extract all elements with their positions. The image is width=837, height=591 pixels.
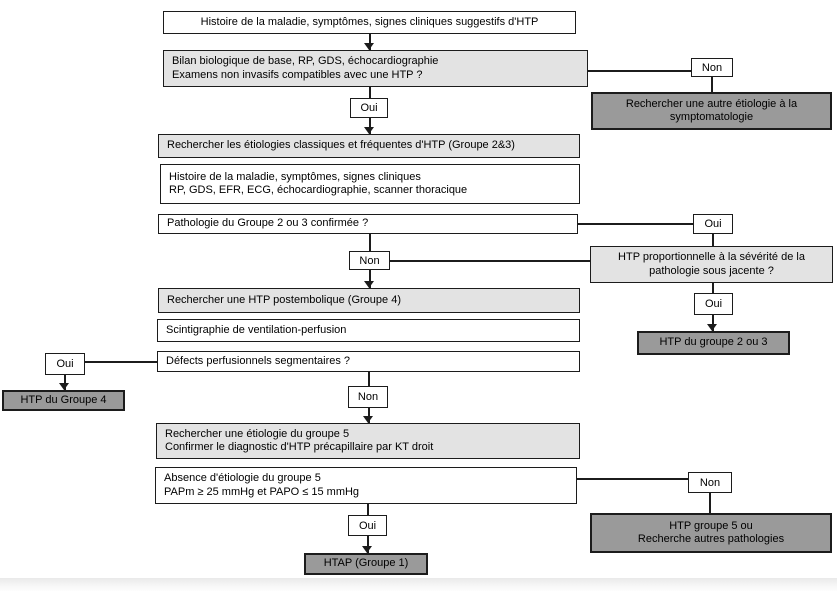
connector-non2-proportionnelle [390,260,590,262]
node-history-symptoms: Histoire de la maladie, symptômes, signe… [163,11,576,34]
connector-pathologie-non2 [369,234,371,251]
node-result-htap-groupe-1: HTAP (Groupe 1) [304,553,428,575]
arrowhead-oui4-htap [362,546,372,553]
label-oui-3: Oui [694,293,733,315]
arrowhead-oui1-groupe23 [364,127,374,134]
arrowhead-oui-gauche-htp4 [59,383,69,390]
node-result-autre-etiologie: Rechercher une autre étiologie à la symp… [591,92,832,130]
label-non-2: Non [349,251,390,270]
node-etiologie-groupe-5: Rechercher une étiologie du groupe 5 Con… [156,423,580,459]
connector-defects-non3 [368,372,370,386]
connector-oui2-proportionnelle [712,234,714,246]
label-non-4: Non [688,472,732,493]
connector-absence-non4 [577,478,688,480]
arrowhead-oui3-htp23 [707,324,717,331]
label-oui-1: Oui [350,98,388,118]
label-oui-4: Oui [348,515,387,536]
connector-bilan-oui1 [369,87,371,98]
node-defects-perfusionnels: Défects perfusionnels segmentaires ? [157,351,580,372]
label-non-1: Non [691,58,733,77]
node-bilan-biologique: Bilan biologique de base, RP, GDS, échoc… [163,50,588,87]
arrowhead-non2-postembolique [364,281,374,288]
page-footer-strip [0,578,837,591]
node-absence-etiologie: Absence d'étiologie du groupe 5 PAPm ≥ 2… [155,467,577,504]
node-scintigraphie: Scintigraphie de ventilation-perfusion [157,319,580,342]
node-htp-postembolique: Rechercher une HTP postembolique (Groupe… [158,288,580,313]
connector-non2-postembolique [369,270,371,288]
label-oui-gauche: Oui [45,353,85,375]
connector-bilan-non1 [588,70,691,72]
label-non-3: Non [348,386,388,408]
label-oui-2: Oui [693,214,733,234]
node-histoire-examens: Histoire de la maladie, symptômes, signe… [160,164,580,204]
connector-non4-htp5 [709,493,711,513]
connector-oui3-htp23 [712,315,714,331]
node-pathologie-confirmee: Pathologie du Groupe 2 ou 3 confirmée ? [158,214,578,234]
arrowhead-history-bilan [364,43,374,50]
node-result-htp-groupe-2-3: HTP du groupe 2 ou 3 [637,331,790,355]
connector-non3-groupe5 [368,408,370,423]
connector-oui1-groupe23 [369,118,371,134]
connector-oui-gauche-htp4 [64,375,66,390]
node-result-htp-groupe-5: HTP groupe 5 ou Recherche autres patholo… [590,513,832,553]
node-etiologies-groupe-2-3: Rechercher les étiologies classiques et … [158,134,580,158]
connector-absence-oui4 [367,504,369,515]
connector-oui4-htap [367,536,369,553]
connector-pathologie-oui2 [578,223,693,225]
node-htp-proportionnelle: HTP proportionnelle à la sévérité de la … [590,246,833,283]
connector-defects-oui-gauche [85,361,157,363]
connector-history-bilan [369,34,371,50]
node-result-htp-groupe-4: HTP du Groupe 4 [2,390,125,411]
connector-non1-autre-etiologie [711,77,713,92]
connector-proportionnelle-oui3 [712,283,714,293]
arrowhead-non3-groupe5 [363,416,373,423]
